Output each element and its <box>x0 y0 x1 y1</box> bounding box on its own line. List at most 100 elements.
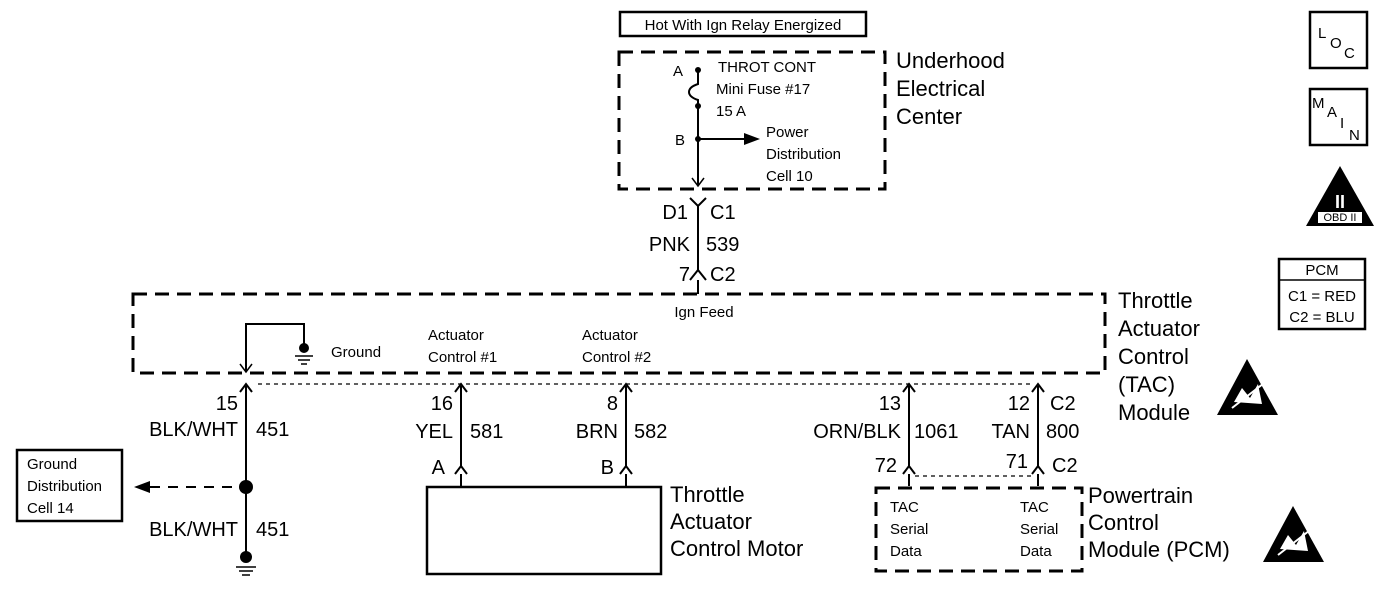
legend-c1: C1 = RED <box>1288 288 1356 305</box>
pcm-title-2: Control <box>1088 510 1159 535</box>
ignition-label-text: Hot With Ign Relay Energized <box>645 17 842 34</box>
ground-lower-color: BLK/WHT <box>149 519 238 541</box>
serial-2-wire: 12 C2 TAN 800 71 C2 <box>991 382 1079 486</box>
feed-wire-color: PNK <box>649 234 691 256</box>
uec-title-3: Center <box>896 104 962 129</box>
act1-bottom-connector-icon <box>454 464 468 475</box>
main-icon-letter-3: I <box>1340 115 1344 132</box>
pcm-right-2: Serial <box>1020 521 1058 538</box>
act1-pin: 16 <box>431 393 453 415</box>
feed-wire: D1 C1 PNK 539 7 C2 <box>649 197 739 294</box>
pcm-right-1: TAC <box>1020 499 1049 516</box>
serial1-circuit: 1061 <box>914 421 959 443</box>
tac-module: Throttle Actuator Control (TAC) Module I… <box>131 288 1278 425</box>
fuse-name: THROT CONT <box>718 59 816 76</box>
act2-circuit: 582 <box>634 421 667 443</box>
tac-title-1: Throttle <box>1118 288 1193 313</box>
pcm-right-3: Data <box>1020 543 1052 560</box>
actuator-1-wire: 16 YEL 581 A <box>415 382 503 486</box>
pcm-left-1: TAC <box>890 499 919 516</box>
tac-internal-ground-wire <box>245 323 305 372</box>
act1-color: YEL <box>415 421 453 443</box>
motor-title-3: Control Motor <box>670 536 803 561</box>
tac-title-3: Control <box>1118 344 1189 369</box>
tac-title-5: Module <box>1118 400 1190 425</box>
tac-ign-feed-label: Ign Feed <box>674 304 733 321</box>
ignition-label-box <box>618 10 868 38</box>
serial2-circuit: 800 <box>1046 421 1079 443</box>
main-icon-letter-4: N <box>1349 127 1360 144</box>
serial-1-wire: 13 ORN/BLK 1061 72 <box>813 382 959 486</box>
tac-act2-label-1: Actuator <box>582 327 638 344</box>
legend-c2: C2 = BLU <box>1289 309 1354 326</box>
main-icon[interactable]: M A I N <box>1308 87 1369 147</box>
serial1-top-connector-icon <box>902 382 916 393</box>
ground-ref-arrow-icon <box>134 481 150 493</box>
serial1-color: ORN/BLK <box>813 421 901 443</box>
fuse-rating: 15 A <box>716 103 746 120</box>
obd-numeral: II <box>1335 192 1345 212</box>
tac-ground-icon <box>295 355 313 365</box>
ground-ref-2: Distribution <box>27 478 102 495</box>
serial2-bottom-connector-icon <box>1031 464 1045 475</box>
serial2-pcm-pin: 71 <box>1006 451 1028 473</box>
main-icon-letter-2: A <box>1327 104 1337 121</box>
serial2-pin: 12 <box>1008 393 1030 415</box>
pcm-left-2: Serial <box>890 521 928 538</box>
pcm-title-3: Module (PCM) <box>1088 537 1230 562</box>
actuator-2-wire: 8 BRN 582 B <box>576 382 667 486</box>
loc-icon-letter-3: C <box>1344 45 1355 62</box>
ground-distribution-ref: Ground Distribution Cell 14 <box>15 448 124 523</box>
pcm-boundary <box>874 486 1084 573</box>
ground-ref-3: Cell 14 <box>27 500 74 517</box>
feed-tac-pin: 7 <box>679 264 690 286</box>
feed-uec-conn: C1 <box>710 202 736 224</box>
tac-boundary <box>131 292 1107 375</box>
obd-label: OBD II <box>1323 212 1356 224</box>
tac-ground-dot <box>299 343 309 353</box>
ground-lower-circuit: 451 <box>256 519 289 541</box>
ground-symbol-icon <box>236 566 256 576</box>
feed-uec-pin: D1 <box>662 202 688 224</box>
tac-esd-icon <box>1217 359 1278 415</box>
loc-icon-letter-2: O <box>1330 35 1342 52</box>
motor-title-2: Actuator <box>670 509 752 534</box>
loc-icon[interactable]: L O C <box>1308 10 1369 70</box>
serial2-pcm-conn: C2 <box>1052 455 1078 477</box>
act1-motor-pin: A <box>432 457 446 479</box>
uec-title-2: Electrical <box>896 76 985 101</box>
motor-box <box>425 485 663 576</box>
serial2-conn: C2 <box>1050 393 1076 415</box>
uec-exit-arrow-icon <box>691 177 705 188</box>
ground-end-dot <box>240 551 252 563</box>
serial1-pin: 13 <box>879 393 901 415</box>
ground-pin: 15 <box>216 393 238 415</box>
feed-bottom-connector-icon <box>689 268 707 281</box>
pcm-left-3: Data <box>890 543 922 560</box>
obd-ii-icon[interactable]: II OBD II <box>1306 166 1374 226</box>
tac-act1-label-1: Actuator <box>428 327 484 344</box>
ground-wire: 15 BLK/WHT 451 BLK/WHT 451 <box>134 382 289 576</box>
legend-box <box>1277 257 1367 331</box>
power-dist-ref-2: Distribution <box>766 146 841 163</box>
tac-title-2: Actuator <box>1118 316 1200 341</box>
ignition-label: Hot With Ign Relay Energized <box>618 10 868 38</box>
ground-circuit: 451 <box>256 419 289 441</box>
tac-act1-label-2: Control #1 <box>428 349 497 366</box>
ground-color: BLK/WHT <box>149 419 238 441</box>
act2-pin: 8 <box>607 393 618 415</box>
fuse-description: Mini Fuse #17 <box>716 81 810 98</box>
act1-circuit: 581 <box>470 421 503 443</box>
power-dist-arrow-icon <box>744 133 760 145</box>
feed-tac-conn: C2 <box>710 264 736 286</box>
serial1-pcm-pin: 72 <box>875 455 897 477</box>
ground-ref-box <box>15 448 124 523</box>
loc-icon-letter-1: L <box>1318 25 1326 42</box>
ground-ref-1: Ground <box>27 456 77 473</box>
feed-top-connector-icon <box>689 197 707 208</box>
feed-wire-circuit: 539 <box>706 234 739 256</box>
tac-act2-label-2: Control #2 <box>582 349 651 366</box>
power-dist-ref-3: Cell 10 <box>766 168 813 185</box>
tac-ground-arrow-icon <box>239 363 253 374</box>
